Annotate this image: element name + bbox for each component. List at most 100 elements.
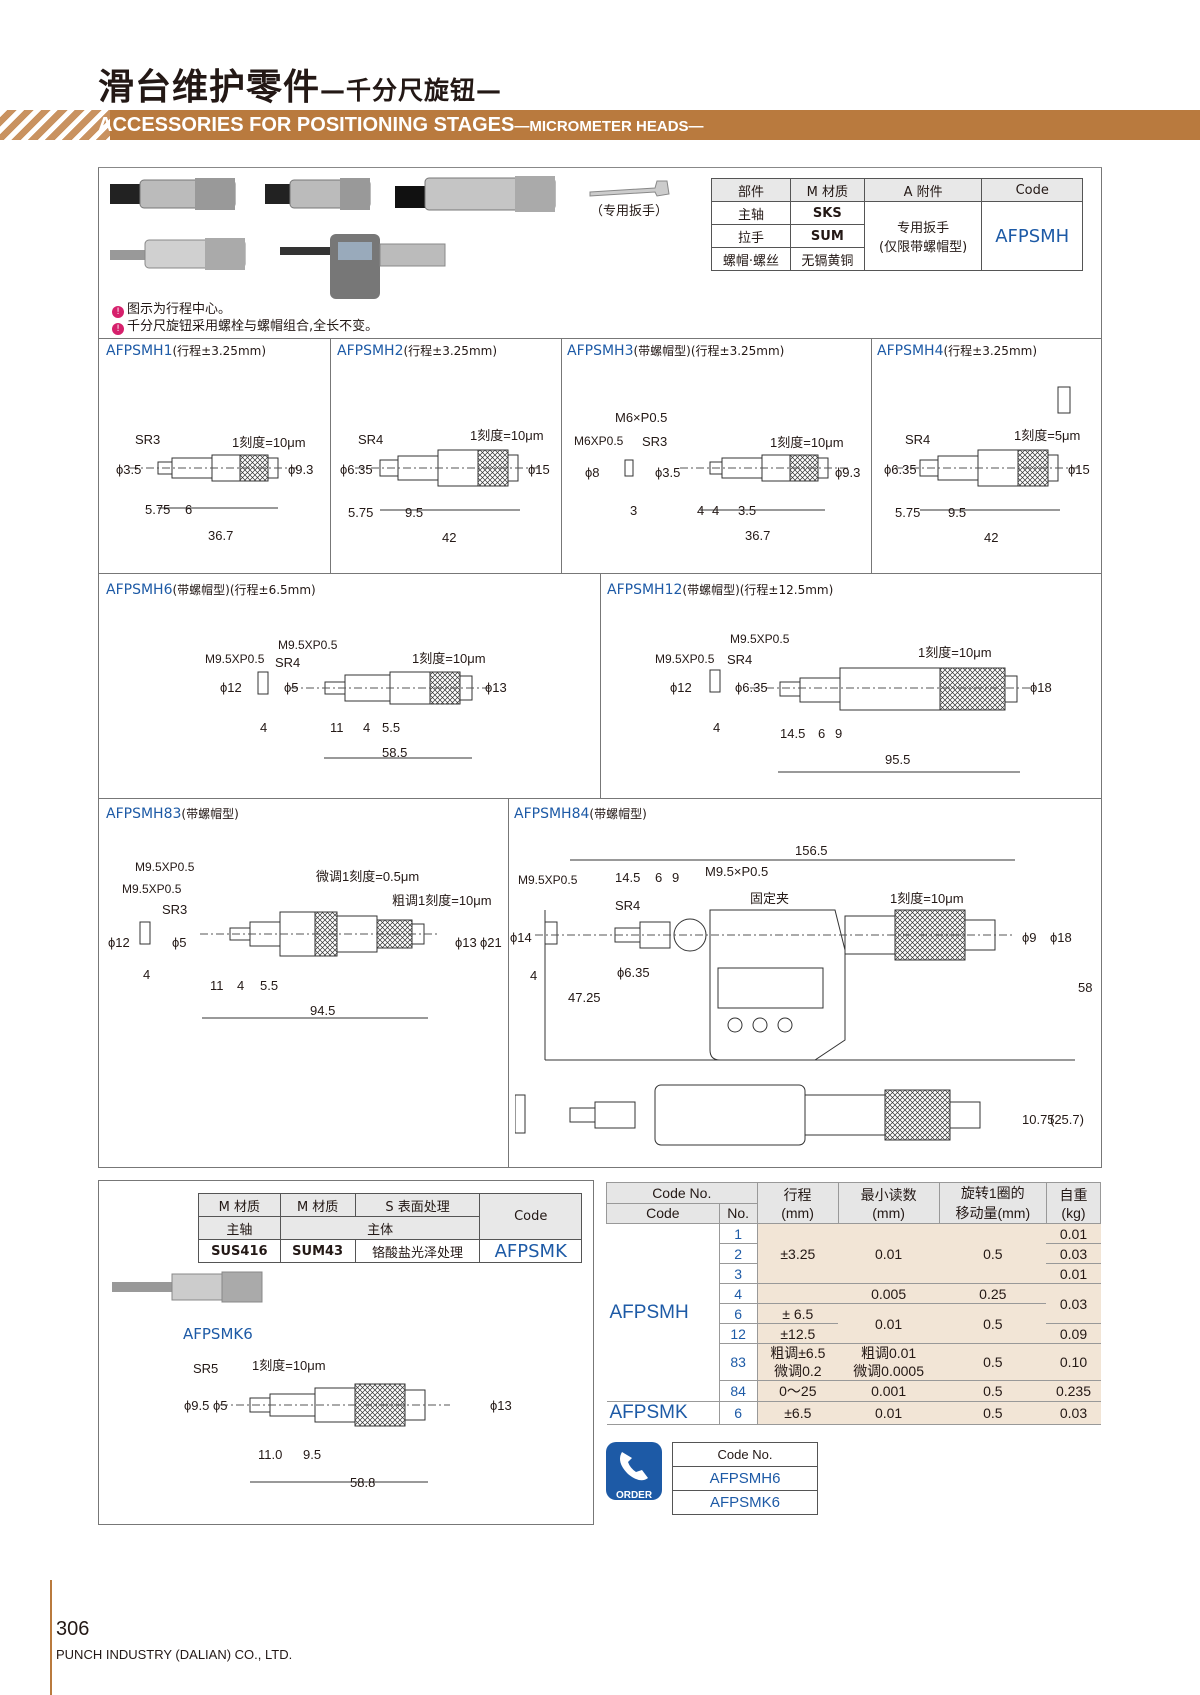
photo-micrometer-3 xyxy=(395,176,556,212)
grid-line xyxy=(330,338,331,573)
dim-label: 4 xyxy=(363,720,371,735)
grid-line xyxy=(98,798,1102,799)
spec-no: 12 xyxy=(718,1323,758,1344)
spec-no: 84 xyxy=(718,1380,758,1402)
photo-micrometer-4 xyxy=(110,238,246,270)
afpsmk-sub: 主轴 xyxy=(198,1216,281,1240)
dim-label: 94.5 xyxy=(310,1003,336,1018)
afpsmk-cell: SUS416 xyxy=(198,1239,281,1263)
dim-label: 42 xyxy=(984,530,999,545)
note-1: !图示为行程中心。 xyxy=(112,298,231,318)
dim-label: 156.5 xyxy=(795,843,828,858)
mat-code: AFPSMH xyxy=(981,201,1083,271)
dim-label: 6 xyxy=(818,726,826,741)
grid-line xyxy=(98,1167,1102,1168)
dim-label: 11 xyxy=(330,720,344,735)
dim-label: SR4 xyxy=(275,655,301,670)
spec-no: 3 xyxy=(718,1263,758,1284)
dim-label: ϕ5 xyxy=(284,680,299,695)
footer-rule xyxy=(50,1580,52,1695)
mat-cell: 拉手 xyxy=(711,224,791,248)
dim-label: 微调1刻度=0.5μm xyxy=(316,869,420,884)
dim-label: 9.5 xyxy=(303,1447,322,1462)
dim-label: 1刻度=10μm xyxy=(890,891,964,906)
dim-label: SR4 xyxy=(358,432,384,447)
afpsmk-h: M 材质 xyxy=(279,1193,356,1217)
dim-label: 5.75 xyxy=(145,502,171,517)
dim-label: 1刻度=5μm xyxy=(1014,428,1081,443)
wrench-label: （专用扳手） xyxy=(590,204,669,219)
afpsmk-h: S 表面处理 xyxy=(354,1193,481,1217)
dim-label: ϕ8 xyxy=(585,465,600,480)
dim-label: 58.5 xyxy=(382,745,408,760)
dim-label: ϕ9.5 xyxy=(184,1398,210,1413)
dim-label: M9.5XP0.5 xyxy=(205,652,265,666)
dim-label: ϕ13 xyxy=(490,1398,512,1413)
panel-title-afpsmh83: AFPSMH83(带螺帽型) xyxy=(106,806,239,822)
grid-line xyxy=(871,338,872,573)
spec-weight: 0.10 xyxy=(1046,1343,1101,1381)
spec-stroke: 粗调±6.5 微调0.2 xyxy=(757,1343,839,1381)
afpsmk-panel xyxy=(98,1180,594,1525)
dim-label: ϕ13 xyxy=(455,935,477,950)
spec-stroke: ±6.5 xyxy=(757,1401,839,1425)
spec-stroke: 0〜25 xyxy=(757,1380,839,1402)
afpsmk-cell: 铬酸盐光泽处理 xyxy=(354,1239,481,1263)
phone-icon xyxy=(620,1452,648,1481)
panel-title-afpsmh2: AFPSMH2(行程±3.25mm) xyxy=(337,343,498,359)
mat-cell: SKS xyxy=(789,201,865,225)
dim-label: 9 xyxy=(672,870,680,885)
panel-title-afpsmh4: AFPSMH4(行程±3.25mm) xyxy=(877,343,1038,359)
dim-label: 1刻度=10μm xyxy=(412,651,486,666)
mat-h-material: M 材质 xyxy=(789,178,865,202)
order-header: Code No. xyxy=(672,1442,818,1467)
spec-weight: 0.01 xyxy=(1046,1223,1101,1244)
dim-label: 36.7 xyxy=(208,528,234,543)
spec-rev: 0.5 xyxy=(939,1380,1047,1402)
dim-label: 11.0 xyxy=(258,1447,283,1462)
dim-label: ϕ12 xyxy=(220,680,242,695)
drawing-afpsmk6 xyxy=(220,1383,450,1483)
dim-label: M9.5XP0.5 xyxy=(278,638,338,652)
dim-label: 1刻度=10μm xyxy=(252,1358,326,1373)
mat-h-part: 部件 xyxy=(711,178,791,202)
panel-title-afpsmh84: AFPSMH84(带螺帽型) xyxy=(514,806,647,822)
spec-min: 0.01 xyxy=(838,1401,940,1425)
dim-label: SR4 xyxy=(905,432,931,447)
order-label: ORDER xyxy=(615,1490,653,1501)
dim-label: 9 xyxy=(835,726,843,741)
panel-title-afpsmh1: AFPSMH1(行程±3.25mm) xyxy=(106,343,267,359)
spec-stroke: ± 6.5 xyxy=(757,1303,839,1324)
dim-label: ϕ6.35 xyxy=(340,462,373,477)
order-code: AFPSMK6 xyxy=(672,1490,818,1515)
dim-label: 3.5 xyxy=(738,503,757,518)
dim-label: 9.5 xyxy=(405,505,424,520)
dim-label: 4 xyxy=(260,720,268,735)
dim-label: ϕ3.5 xyxy=(116,462,142,477)
dim-label: 6 xyxy=(655,870,663,885)
mat-h-accessory: A 附件 xyxy=(863,178,983,202)
dim-label: M6×P0.5 xyxy=(615,410,668,425)
spec-weight: 0.235 xyxy=(1046,1380,1101,1402)
panel-title-afpsmh3: AFPSMH3(带螺帽型)(行程±3.25mm) xyxy=(567,343,785,359)
dim-label: 6 xyxy=(185,502,193,517)
drawing-afpsmh6 xyxy=(257,671,490,759)
dim-label: 4 xyxy=(237,978,245,993)
afpsmk-h: M 材质 xyxy=(198,1193,281,1217)
page-number: 306 xyxy=(56,1618,90,1640)
dim-label: ϕ3.5 xyxy=(655,465,681,480)
drawing-afpsmh4 xyxy=(895,386,1080,511)
page-subtitle: ACCESSORIES FOR POSITIONING STAGES—MICRO… xyxy=(98,114,704,136)
spec-rev: 0.5 xyxy=(939,1401,1047,1425)
spec-min: 0.01 xyxy=(838,1303,940,1344)
dim-label: 58 xyxy=(1078,980,1093,995)
spec-h-weight: 自重 (kg) xyxy=(1045,1182,1102,1224)
spec-no: 83 xyxy=(718,1343,758,1381)
dim-label: SR3 xyxy=(162,902,188,917)
dim-label: ϕ13 xyxy=(485,680,507,695)
spec-rev: 0.25 xyxy=(939,1283,1047,1304)
main-frame xyxy=(98,168,1102,1167)
spec-rev: 0.5 xyxy=(939,1223,1047,1284)
order-badge: ORDER xyxy=(606,1442,662,1501)
spec-weight: 0.03 xyxy=(1046,1243,1101,1264)
